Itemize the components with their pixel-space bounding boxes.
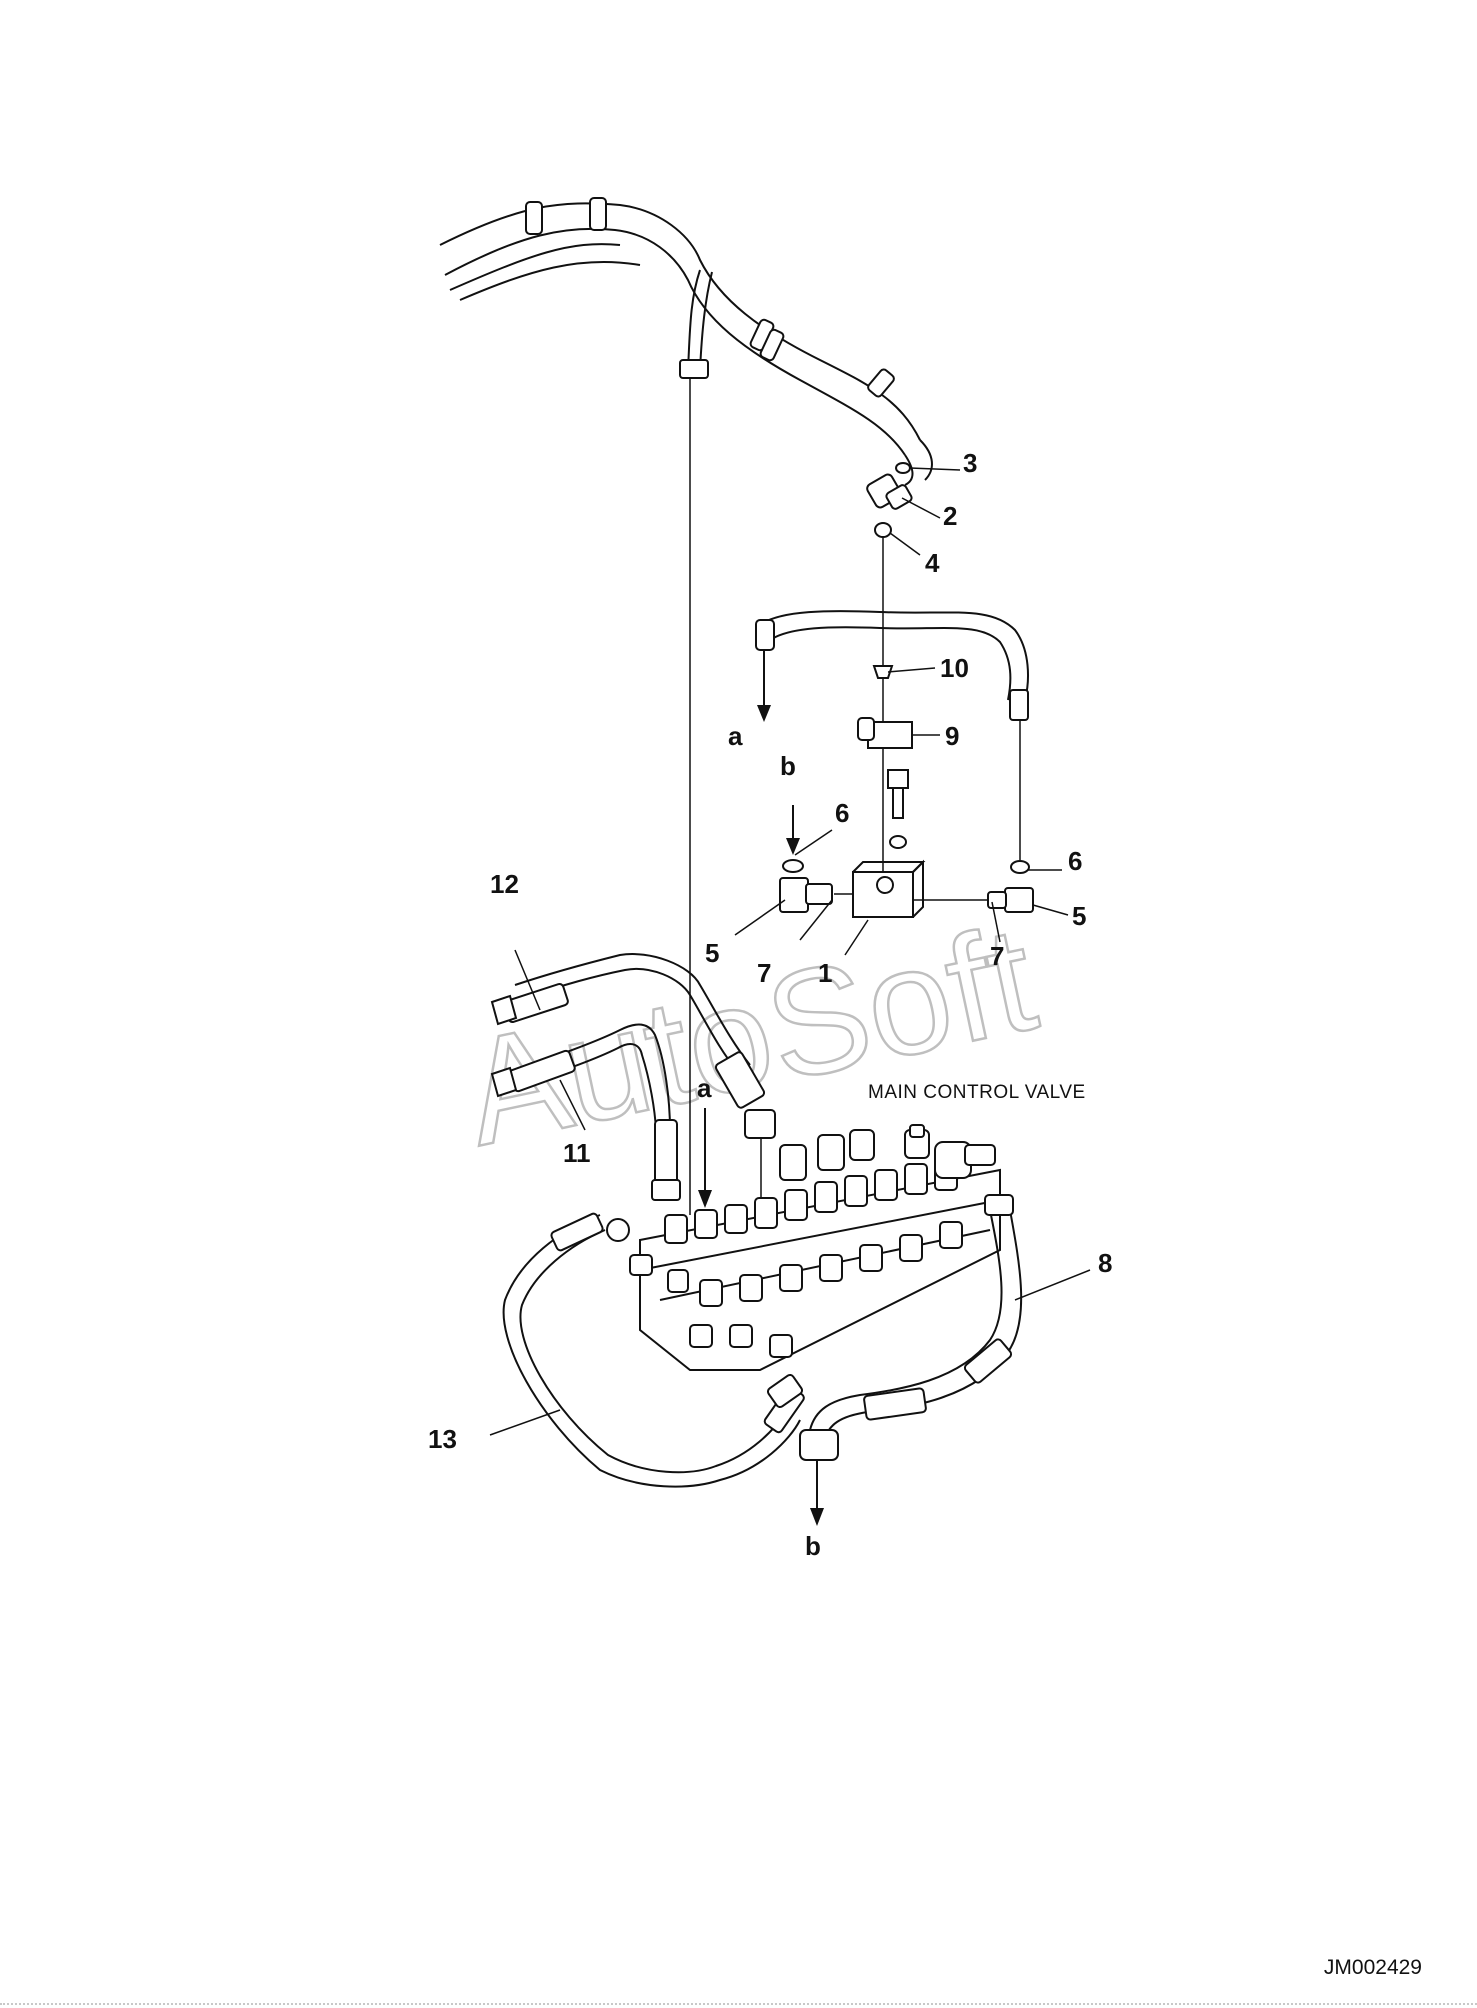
marker-a-top: a: [728, 721, 743, 751]
bolt: [887, 769, 909, 849]
connection-arrow-a-bottom: [698, 1108, 712, 1208]
callout-2: 2: [943, 501, 957, 531]
elbow-fitting-part-5-right: [987, 887, 1034, 913]
connection-arrow-b-top: [786, 805, 800, 855]
hose-end-fittings: [651, 1051, 776, 1215]
callout-13: 13: [428, 1424, 457, 1454]
o-ring-part-6-left: [782, 859, 804, 873]
callout-8: 8: [1098, 1248, 1112, 1278]
elbow-fitting-part-5-left: [779, 877, 853, 913]
callout-1: 1: [818, 958, 832, 988]
callout-4: 4: [925, 548, 940, 578]
callout-6-right: 6: [1068, 846, 1082, 876]
connection-arrow-a-top: [757, 650, 771, 722]
connection-markers: a b a b: [697, 721, 821, 1561]
return-hose: [755, 610, 1029, 860]
marker-a-bottom: a: [697, 1073, 712, 1103]
callout-11: 11: [563, 1138, 591, 1168]
callout-12: 12: [490, 869, 519, 899]
leader-lines: [489, 467, 1091, 1436]
upper-hose-bundle: [439, 197, 933, 486]
connection-arrow-b-bottom: [810, 1460, 824, 1526]
valve-block-part-1: [852, 859, 926, 918]
callout-7-left: 7: [757, 958, 771, 988]
callout-5-right: 5: [1072, 901, 1086, 931]
main-control-valve: [629, 1124, 1001, 1371]
main-control-valve-label: MAIN CONTROL VALVE: [868, 1082, 1086, 1103]
o-ring-part-6-right: [1010, 860, 1030, 874]
callout-numbers: 3 2 4 10 9 6 6 5 5 7 1 7 12 11 8 13: [428, 448, 1112, 1454]
callout-7-right: 7: [990, 941, 1004, 971]
block-part-9: [857, 717, 913, 749]
marker-b-bottom: b: [805, 1531, 821, 1561]
callout-10: 10: [940, 653, 969, 683]
elbow-fitting-part-2: [866, 473, 913, 510]
o-ring-part-3: [895, 462, 911, 474]
callout-9: 9: [945, 721, 959, 751]
marker-b-top: b: [780, 751, 796, 781]
callout-3: 3: [963, 448, 977, 478]
callout-6-left: 6: [835, 798, 849, 828]
o-ring-part-4: [874, 522, 892, 538]
drawing-id: JM002429: [1323, 1956, 1422, 1979]
fitting-part-10: [872, 665, 894, 679]
hose-part-11: [490, 1023, 671, 1131]
callout-5-left: 5: [705, 938, 719, 968]
hose-part-8: [799, 1194, 1023, 1461]
hose-part-13: [502, 1212, 805, 1488]
